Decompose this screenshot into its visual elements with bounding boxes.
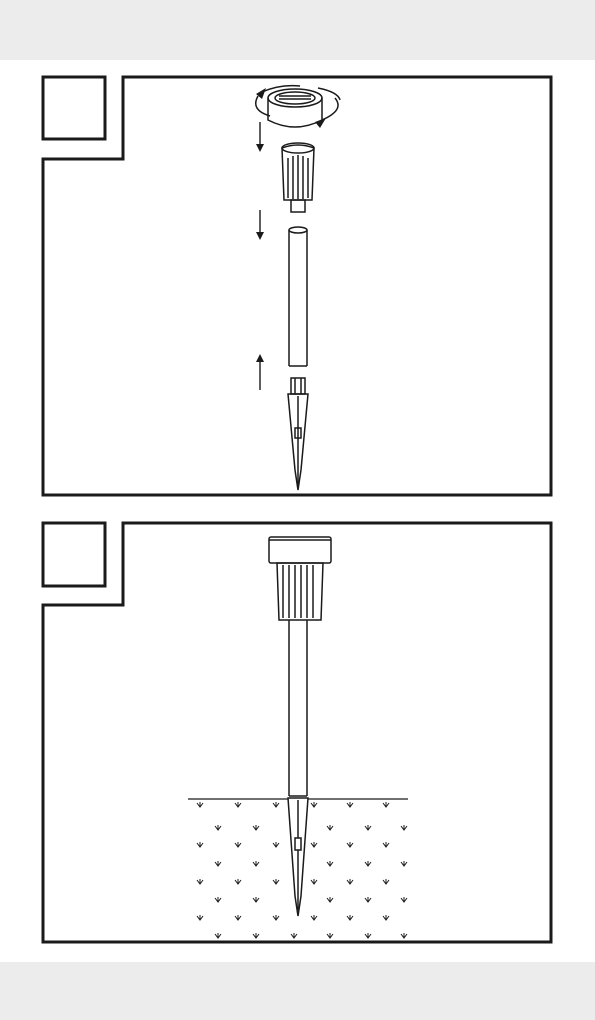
soil-mark: [252, 825, 260, 831]
soil-mark: [382, 802, 390, 808]
step-number-box: [41, 521, 107, 588]
soil-mark: [382, 915, 390, 921]
soil-mark: [252, 933, 260, 939]
soil-mark: [196, 842, 204, 848]
soil-mark: [214, 897, 222, 903]
soil-mark: [196, 879, 204, 885]
soil-mark: [272, 802, 280, 808]
soil-mark: [326, 933, 334, 939]
soil-pattern: [196, 802, 408, 939]
ground-spike-icon: [287, 797, 309, 917]
figure-installed: [0, 505, 595, 950]
ground-spike-icon: [287, 377, 309, 491]
soil-mark: [364, 825, 372, 831]
up-arrow-icon: [256, 354, 264, 390]
assembly-drawing: [41, 75, 553, 497]
soil-mark: [346, 879, 354, 885]
tube-icon: [288, 620, 308, 797]
soil-mark: [214, 933, 222, 939]
soil-mark: [272, 915, 280, 921]
solar-cap-icon: [268, 536, 332, 564]
figure-frame: [41, 521, 553, 944]
soil-mark: [382, 879, 390, 885]
soil-mark: [346, 842, 354, 848]
soil-mark: [400, 897, 408, 903]
soil-mark: [234, 879, 242, 885]
soil-mark: [382, 842, 390, 848]
soil-mark: [310, 802, 318, 808]
tube-icon: [288, 226, 308, 367]
installed-drawing: [41, 521, 553, 944]
soil-mark: [364, 897, 372, 903]
soil-mark: [364, 861, 372, 867]
figure-frame: [41, 75, 553, 497]
soil-mark: [252, 861, 260, 867]
top-margin-band: [0, 0, 595, 60]
figure-assembly: [0, 60, 595, 505]
soil-mark: [346, 915, 354, 921]
soil-mark: [234, 842, 242, 848]
solar-cap-icon: [255, 84, 341, 128]
soil-mark: [310, 842, 318, 848]
soil-mark: [196, 915, 204, 921]
rotate-arrow-icon: [256, 88, 326, 128]
soil-mark: [364, 933, 372, 939]
soil-mark: [196, 802, 204, 808]
soil-mark: [400, 825, 408, 831]
soil-mark: [252, 897, 260, 903]
soil-mark: [272, 879, 280, 885]
soil-mark: [310, 915, 318, 921]
light-body-icon: [281, 142, 315, 213]
soil-mark: [290, 933, 298, 939]
down-arrow-icon: [256, 210, 264, 240]
soil-mark: [346, 802, 354, 808]
soil-mark: [214, 825, 222, 831]
soil-mark: [326, 825, 334, 831]
soil-mark: [272, 842, 280, 848]
light-body-icon: [276, 562, 324, 621]
soil-mark: [326, 897, 334, 903]
soil-mark: [214, 861, 222, 867]
down-arrow-icon: [256, 122, 264, 152]
step-number-box: [41, 75, 107, 141]
soil-mark: [234, 915, 242, 921]
soil-mark: [400, 861, 408, 867]
soil-mark: [310, 879, 318, 885]
soil-mark: [326, 861, 334, 867]
bottom-margin-band: [0, 962, 595, 1020]
soil-mark: [400, 933, 408, 939]
soil-mark: [234, 802, 242, 808]
